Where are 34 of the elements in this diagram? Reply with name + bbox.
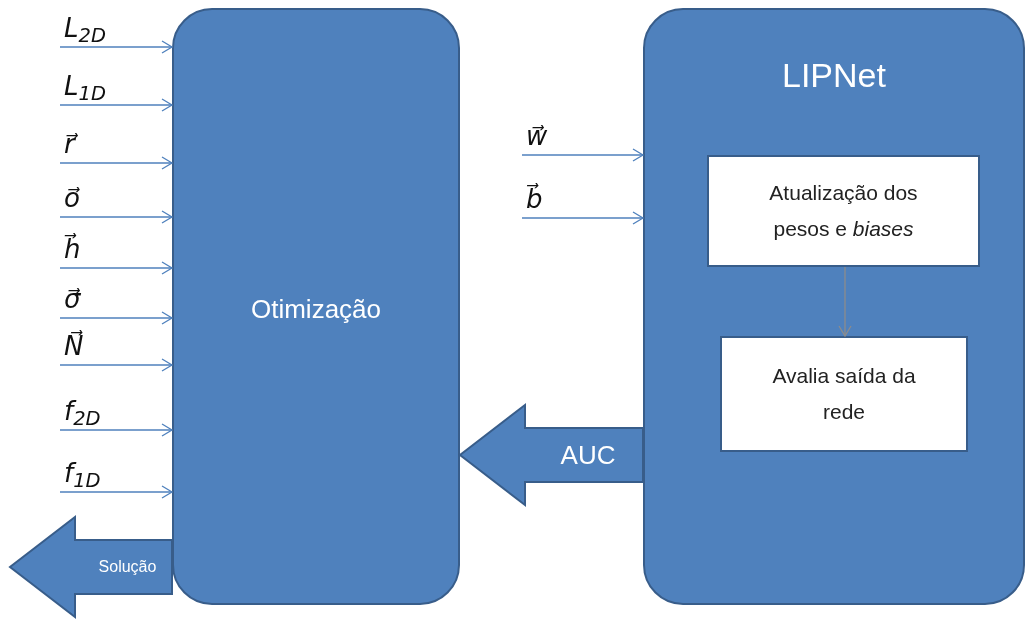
edge-label: L$_{2D}$ [64, 13, 106, 43]
step-text: Atualização dos pesos e biases [768, 180, 919, 242]
edge-label: b⃗ [526, 184, 543, 214]
block-arrow [458, 402, 644, 508]
edge-label: N⃗ [64, 331, 84, 361]
edge-label: Solução [98, 557, 157, 577]
edge-label: f$_{2D}$ [64, 396, 101, 426]
box-title: LIPNet [782, 55, 886, 96]
arrow [59, 261, 173, 275]
arrow [521, 211, 644, 225]
arrow [59, 311, 173, 325]
edge-label: L$_{1D}$ [64, 71, 106, 101]
process-box [643, 8, 1025, 605]
edge-label: f$_{1D}$ [64, 458, 101, 488]
step-box [720, 336, 968, 452]
step-text: Avalia saída da rede [771, 363, 917, 425]
arrow [59, 358, 173, 372]
arrow [59, 98, 173, 112]
block-arrow [8, 514, 173, 620]
edge-label: h⃗ [64, 234, 81, 264]
step-box [707, 155, 980, 267]
arrow [521, 148, 644, 162]
arrow [838, 266, 852, 337]
arrow [59, 40, 173, 54]
arrow [59, 156, 173, 170]
edge-label: AUC [560, 438, 616, 472]
arrow [59, 485, 173, 499]
arrow [59, 210, 173, 224]
edge-label: o⃗ [64, 183, 80, 213]
edge-label: σ⃗ [64, 284, 81, 314]
process-box [172, 8, 460, 605]
arrow [59, 423, 173, 437]
edge-label: w⃗ [526, 121, 548, 151]
box-label: Otimização [250, 293, 381, 326]
